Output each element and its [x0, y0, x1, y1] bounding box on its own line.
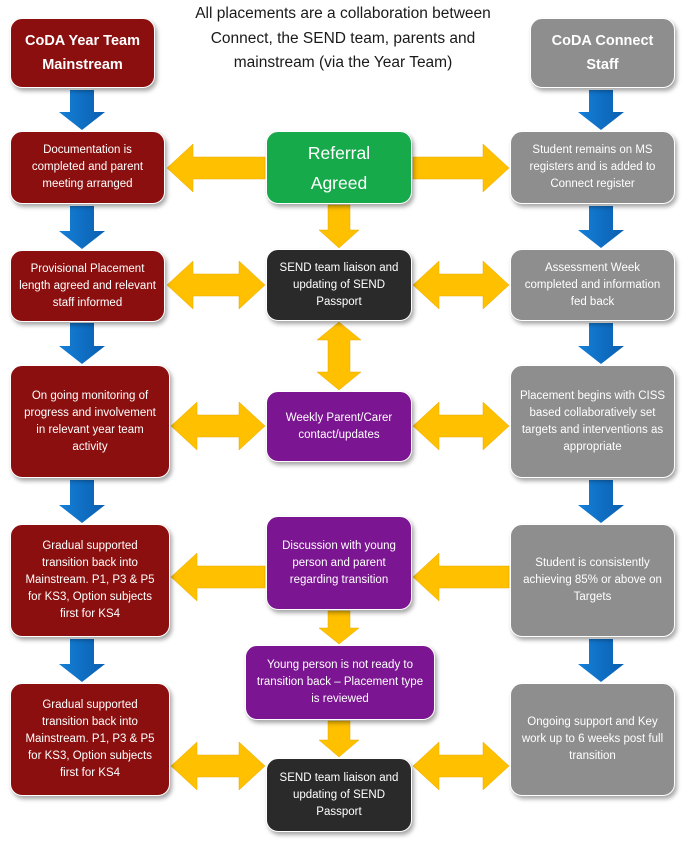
- down-arrow-left-4: [59, 480, 105, 523]
- mainstream-step-documentation: Documentation is completed and parent me…: [10, 131, 165, 204]
- connect-step-ongoing-support: Ongoing support and Key work up to 6 wee…: [510, 683, 675, 796]
- parent-mainstream-link: [170, 401, 266, 451]
- connect-step-achieving-targets: Student is consistently achieving 85% or…: [510, 524, 675, 637]
- down-arrow-right-3: [578, 323, 624, 364]
- collaboration-note: All placements are a collaboration betwe…: [172, 2, 514, 76]
- mainstream-step-provisional-placement: Provisional Placement length agreed and …: [10, 250, 165, 322]
- connect-to-discussion-arrow: [412, 552, 510, 602]
- referral-to-send-arrow: [318, 204, 360, 249]
- down-arrow-right-4: [578, 480, 624, 523]
- down-arrow-left-5: [59, 639, 105, 682]
- transition-discussion-box: Discussion with young person and parent …: [266, 516, 412, 610]
- send-mainstream-link-2: [170, 741, 266, 791]
- down-arrow-left-1: [59, 90, 105, 130]
- discussion-to-mainstream-arrow: [170, 552, 266, 602]
- connect-step-registers: Student remains on MS registers and is a…: [510, 131, 675, 204]
- down-arrow-right-5: [578, 639, 624, 682]
- mainstream-title-line-2: Mainstream: [42, 57, 123, 73]
- send-connect-link-1: [412, 260, 510, 310]
- mainstream-title-box: CoDA Year Team Mainstream: [10, 18, 155, 88]
- collaboration-note-line-2: Connect, the SEND team, parents and: [210, 29, 476, 47]
- down-arrow-left-2: [59, 206, 105, 249]
- referral-to-connect-arrow: [412, 143, 510, 193]
- not-ready-review-box: Young person is not ready to transition …: [245, 645, 435, 720]
- connect-title-box: CoDA Connect Staff: [530, 18, 675, 88]
- send-liaison-box-1: SEND team liaison and updating of SEND P…: [266, 249, 412, 321]
- down-arrow-left-3: [59, 323, 105, 364]
- connect-step-placement-begins: Placement begins with CISS based collabo…: [510, 365, 675, 478]
- send-parent-link: [316, 321, 362, 391]
- mainstream-title-line-1: CoDA Year Team: [25, 33, 140, 49]
- review-to-send-arrow: [318, 720, 360, 758]
- referral-to-mainstream-arrow: [166, 143, 266, 193]
- collaboration-note-line-1: All placements are a collaboration betwe…: [195, 5, 491, 22]
- parent-contact-box: Weekly Parent/Carer contact/updates: [266, 391, 412, 462]
- collaboration-note-line-3: mainstream (via the Year Team): [233, 54, 453, 71]
- mainstream-step-monitoring: On going monitoring of progress and invo…: [10, 365, 170, 478]
- connect-step-assessment-week: Assessment Week completed and informatio…: [510, 249, 675, 321]
- discussion-to-review-arrow: [318, 610, 360, 645]
- send-connect-link-2: [412, 741, 510, 791]
- send-mainstream-link-1: [166, 260, 266, 310]
- connect-title-line-1: CoDA Connect: [551, 33, 654, 49]
- parent-connect-link: [412, 401, 510, 451]
- referral-line-2: Agreed: [310, 172, 368, 193]
- referral-agreed-box: Referral Agreed: [266, 131, 412, 204]
- referral-line-1: Referral: [307, 142, 371, 163]
- mainstream-step-transition-back-1: Gradual supported transition back into M…: [10, 524, 170, 637]
- mainstream-step-transition-back-2: Gradual supported transition back into M…: [10, 683, 170, 796]
- down-arrow-right-1: [578, 90, 624, 130]
- down-arrow-right-2: [578, 206, 624, 248]
- send-liaison-box-2: SEND team liaison and updating of SEND P…: [266, 758, 412, 832]
- connect-title-line-2: Staff: [586, 57, 619, 73]
